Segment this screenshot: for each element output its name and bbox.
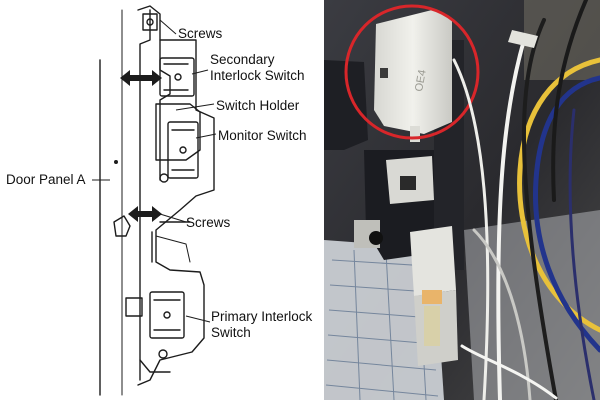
monitor-switch xyxy=(167,121,199,179)
wires xyxy=(452,0,600,400)
switch-marking: OE4 xyxy=(413,69,429,93)
screws-bottom-label: Screws xyxy=(186,215,231,230)
metal-bracket xyxy=(324,60,368,150)
primary-switch-photo xyxy=(410,226,458,366)
door-panel-a-label: Door Panel A xyxy=(6,172,86,187)
switch-photo: OE4 xyxy=(324,0,600,400)
diagram-art xyxy=(92,5,217,396)
secondary-interlock-switch-label: Secondary Interlock Switch xyxy=(210,52,305,83)
monitor-switch-label: Monitor Switch xyxy=(218,128,307,143)
primary-interlock-switch xyxy=(149,291,185,339)
screws-top-label: Screws xyxy=(178,26,223,41)
latch-frame xyxy=(137,5,215,386)
switch-holder-label: Switch Holder xyxy=(216,98,300,113)
highlight-circle xyxy=(344,4,480,140)
photo-art: OE4 xyxy=(324,0,600,400)
wire xyxy=(155,235,191,263)
secondary-switch-photo: OE4 xyxy=(374,10,452,142)
door-interlock-diagram: Screws Secondary Interlock Switch Switch… xyxy=(6,5,313,396)
middle-switch-photo xyxy=(354,156,434,248)
top-screw-block xyxy=(142,13,158,31)
switch-holder xyxy=(155,103,201,161)
cable-tie xyxy=(508,30,538,48)
primary-interlock-switch-label: Primary Interlock Switch xyxy=(211,309,313,340)
